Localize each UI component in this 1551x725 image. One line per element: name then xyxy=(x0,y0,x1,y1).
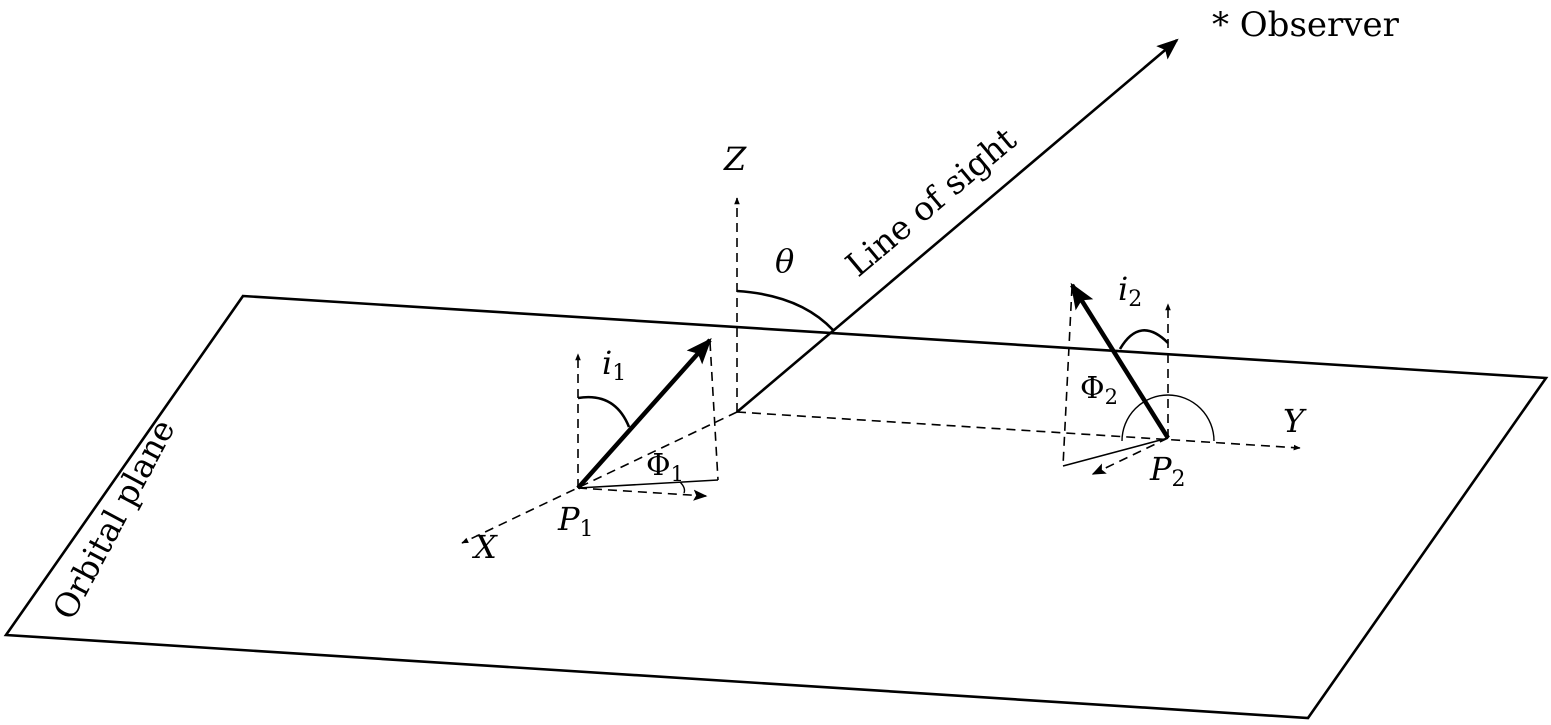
i2-angle-arc xyxy=(1118,329,1169,350)
p2-projection-line xyxy=(1062,437,1169,467)
i1-label-base: i xyxy=(602,344,612,382)
phi2-label: Φ2 xyxy=(1080,371,1118,409)
phi1-label: Φ1 xyxy=(646,448,684,486)
i2-label-sub: 2 xyxy=(1128,287,1142,312)
i2-label: i2 xyxy=(1118,270,1142,312)
i1-label-sub: 1 xyxy=(612,361,626,386)
p2-label-sub: 2 xyxy=(1172,467,1186,492)
p1-projection-drop xyxy=(709,341,719,481)
z-axis-label: Z xyxy=(723,140,747,178)
phi1-label-sub: 1 xyxy=(671,462,684,486)
orbital-plane-outline xyxy=(3,294,1549,720)
line-of-sight-line xyxy=(736,38,1179,413)
theta-label: θ xyxy=(775,242,794,280)
y-axis-line xyxy=(736,411,1301,451)
p1-label-sub: 1 xyxy=(580,517,594,542)
y-axis-label: Y xyxy=(1283,402,1307,440)
phi1-label-base: Φ xyxy=(646,448,671,483)
orbital-plane-label: Orbital plane xyxy=(45,413,183,626)
p2-label: P2 xyxy=(1149,450,1186,492)
p2-label-base: P xyxy=(1149,450,1172,488)
observer-label: * Observer xyxy=(1212,5,1400,45)
phi2-label-sub: 2 xyxy=(1105,385,1118,409)
p1-spin-vector xyxy=(576,338,712,490)
p1-reference-line xyxy=(577,487,708,501)
p1-label: P1 xyxy=(557,500,594,542)
p2-spin-vector xyxy=(1070,282,1170,440)
p1-label-base: P xyxy=(557,500,580,538)
x-axis-label: X xyxy=(471,528,498,566)
p2-projection-drop xyxy=(1062,286,1073,467)
p1-projection-line xyxy=(577,479,719,489)
theta-angle-arc xyxy=(736,289,834,331)
phi1-angle-arc xyxy=(679,481,686,494)
i2-label-base: i xyxy=(1118,270,1128,308)
i1-label: i1 xyxy=(602,344,626,386)
i1-angle-arc xyxy=(577,395,631,428)
phi2-label-base: Φ xyxy=(1080,371,1105,406)
x-axis-line xyxy=(461,411,738,544)
line-of-sight-label: Line of sight xyxy=(838,120,1024,285)
phi2-angle-arc xyxy=(1121,394,1215,442)
